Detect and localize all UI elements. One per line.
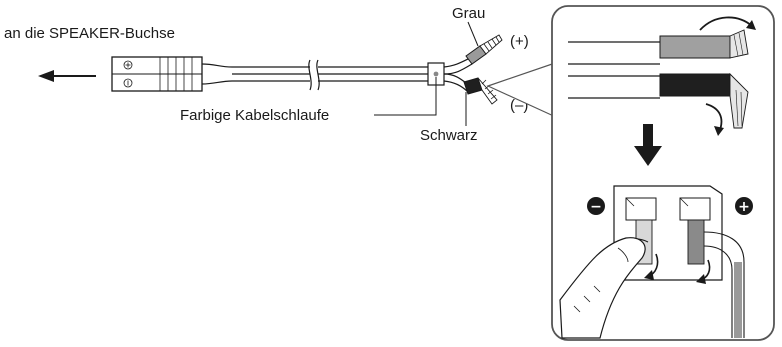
press-arrow-icon-2 [696, 274, 706, 284]
grey-wire-end [465, 34, 503, 65]
colored-loop-label: Farbige Kabelschlaufe [180, 107, 329, 124]
press-arrow-icon [644, 270, 654, 280]
speaker-plug [111, 56, 203, 92]
black-wire-end [463, 77, 498, 105]
grey-label: Grau [452, 5, 485, 22]
minus-terminal-symbol: − [587, 197, 605, 215]
black-label: Schwarz [420, 127, 478, 144]
down-arrow-icon [634, 124, 662, 166]
speaker-cable [201, 57, 473, 93]
speaker-jack-label: an die SPEAKER-Buchse [4, 25, 175, 42]
plus-terminal-symbol: + [735, 197, 753, 215]
plug-plus-icon [123, 60, 133, 70]
plus-symbol-text: + [738, 199, 750, 215]
plus-marker-label: (+) [510, 33, 529, 50]
twist-arrow-icon [746, 20, 756, 30]
speaker-terminal-block [559, 185, 745, 339]
twisting-wire-ends [568, 16, 756, 136]
direction-arrow-left-icon [38, 70, 96, 82]
plug-minus-icon [123, 78, 133, 88]
twist-arrow-icon-2 [714, 126, 724, 136]
finger-illustration [559, 237, 646, 339]
minus-symbol-text: − [590, 199, 602, 215]
